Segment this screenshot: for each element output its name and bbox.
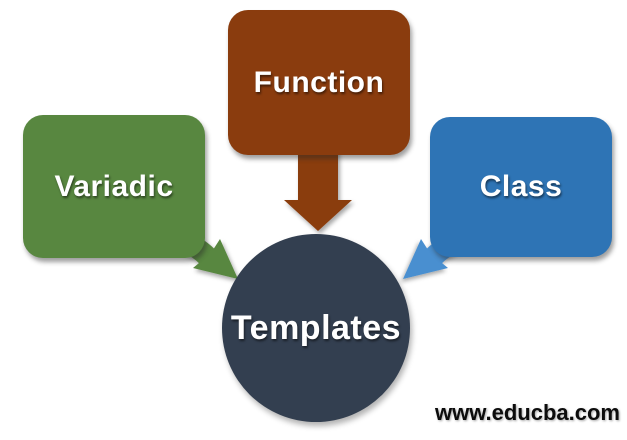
node-function-label: Function [253, 65, 385, 99]
node-variadic: Variadic [23, 115, 205, 258]
node-templates-label: Templates [230, 308, 402, 347]
arrow-function-to-templates-icon [284, 147, 352, 231]
node-class: Class [430, 117, 612, 257]
node-class-label: Class [479, 170, 563, 203]
node-function: Function [228, 10, 410, 155]
node-variadic-label: Variadic [54, 169, 174, 203]
watermark: www.educba.com [434, 400, 620, 425]
node-templates: Templates [222, 234, 410, 422]
